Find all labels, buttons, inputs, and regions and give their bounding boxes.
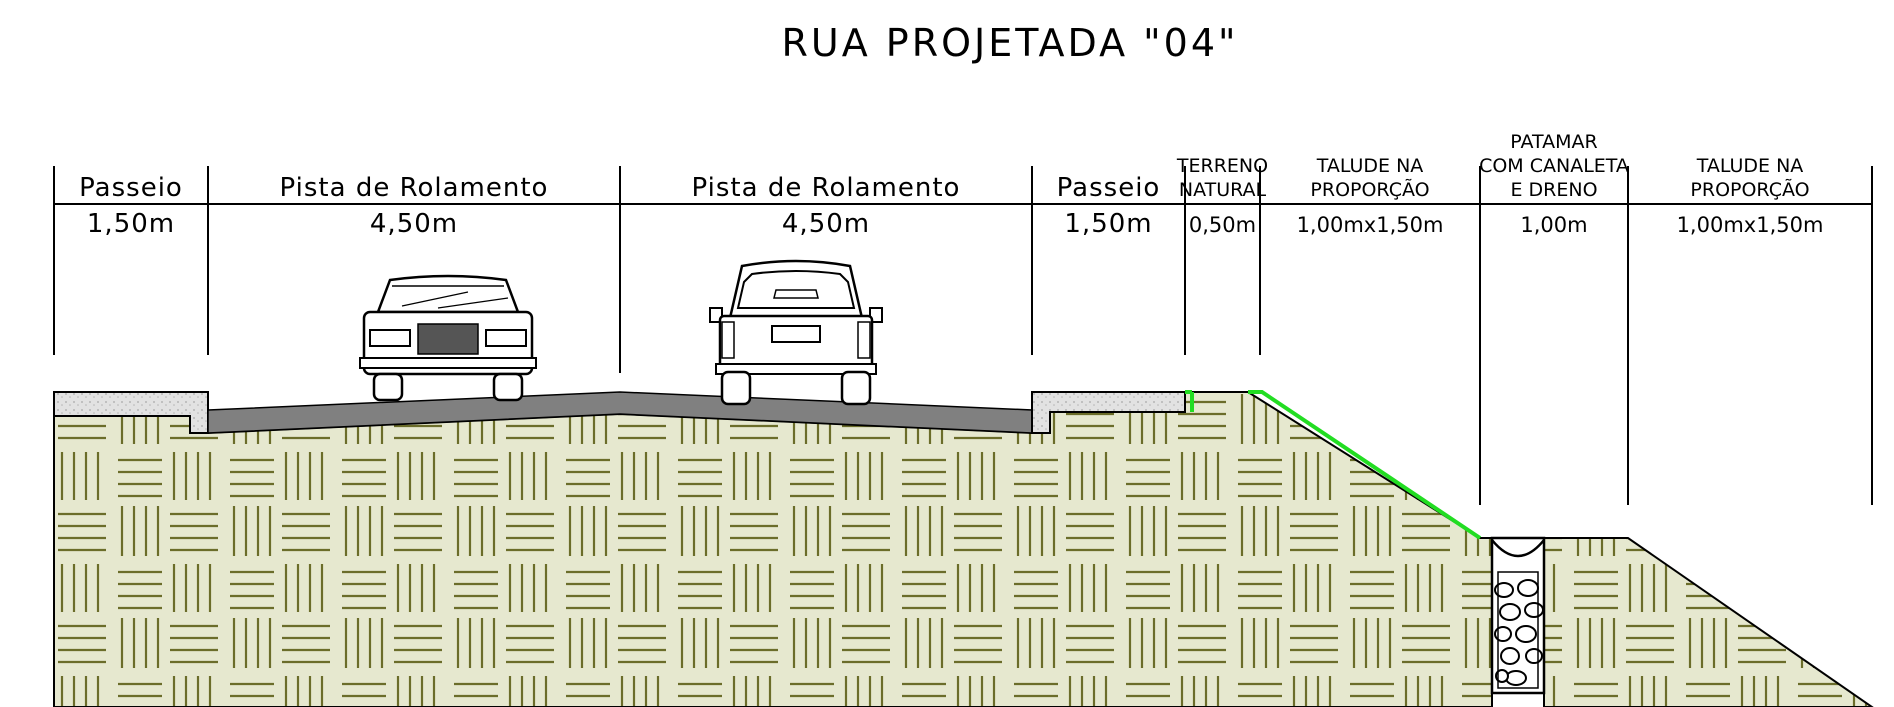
- column-dimension: 4,50m: [782, 209, 870, 239]
- column-label: PROPORÇÃO: [1690, 178, 1809, 201]
- column-label: TERRENO: [1176, 155, 1268, 177]
- column-label: PROPORÇÃO: [1310, 178, 1429, 201]
- car-rear-icon: [709, 259, 883, 406]
- soil-body: [53, 391, 1493, 707]
- drainage-channel: [1490, 536, 1546, 695]
- column-label: COM CANALETA: [1479, 155, 1629, 177]
- sidewalk-left: [53, 391, 209, 434]
- column-label: Pista de Rolamento: [280, 173, 549, 203]
- column-label: TALUDE NA: [1696, 155, 1804, 177]
- dimension-table: Passeio 1,50m Pista de Rolamento 4,50m Pista…: [53, 131, 1873, 505]
- ground-section: [53, 390, 1874, 707]
- column-dimension: 1,00m: [1520, 213, 1587, 237]
- diagram-title: RUA PROJETADA "04": [782, 21, 1239, 65]
- car-front-icon: [359, 274, 537, 402]
- column-label: TALUDE NA: [1316, 155, 1424, 177]
- drain-gravel: [1494, 571, 1544, 689]
- column-label: Pista de Rolamento: [692, 173, 961, 203]
- column-dimension: 4,50m: [370, 209, 458, 239]
- column-dimension: 1,00mx1,50m: [1677, 213, 1824, 237]
- column-dimension: 0,50m: [1189, 213, 1256, 237]
- column-dimension: 1,50m: [1064, 209, 1152, 239]
- column-label: NATURAL: [1179, 179, 1267, 201]
- grass-slope: [1185, 390, 1482, 540]
- column-dimension: 1,00mx1,50m: [1297, 213, 1444, 237]
- column-label: PATAMAR: [1510, 131, 1598, 153]
- column-label: E DRENO: [1510, 179, 1597, 201]
- column-label: Passeio: [1057, 173, 1161, 203]
- column-label: Passeio: [79, 173, 183, 203]
- soil-body-right: [1543, 537, 1874, 707]
- column-dimension: 1,50m: [87, 209, 175, 239]
